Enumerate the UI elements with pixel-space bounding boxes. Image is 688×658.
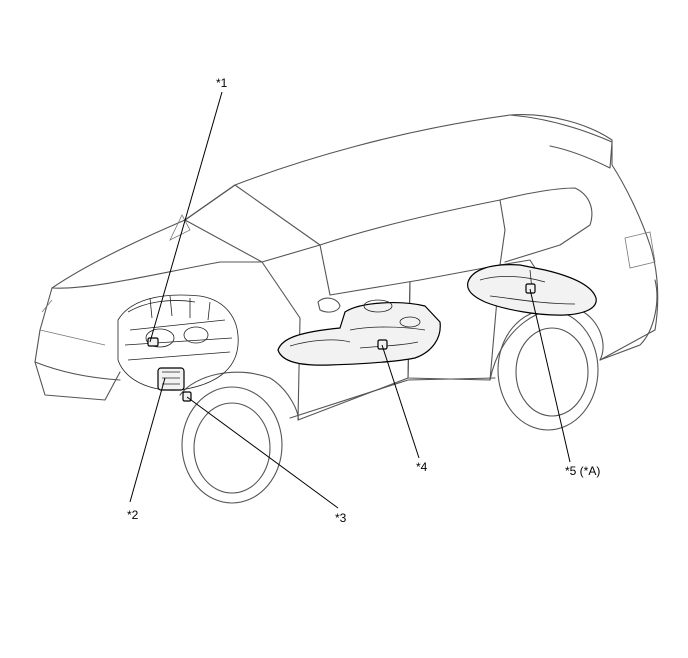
- callout-label-4: *4: [416, 460, 428, 474]
- leader-line-2: [129, 377, 166, 503]
- callout-label-5: *5 (*A): [565, 464, 601, 478]
- callout-label-3: *3: [335, 511, 347, 525]
- fuel-tank-sub-icon: [467, 264, 597, 316]
- engine-assembly-icon: [117, 294, 239, 402]
- leader-line-3: [186, 396, 339, 509]
- leader-line-1: [149, 91, 223, 343]
- callout-label-1: *1: [216, 76, 228, 90]
- leader-line-5: [529, 288, 571, 463]
- callout-label-2: *2: [127, 508, 139, 522]
- leader-line-4: [381, 344, 420, 459]
- fuel-tank-main-icon: [277, 299, 441, 366]
